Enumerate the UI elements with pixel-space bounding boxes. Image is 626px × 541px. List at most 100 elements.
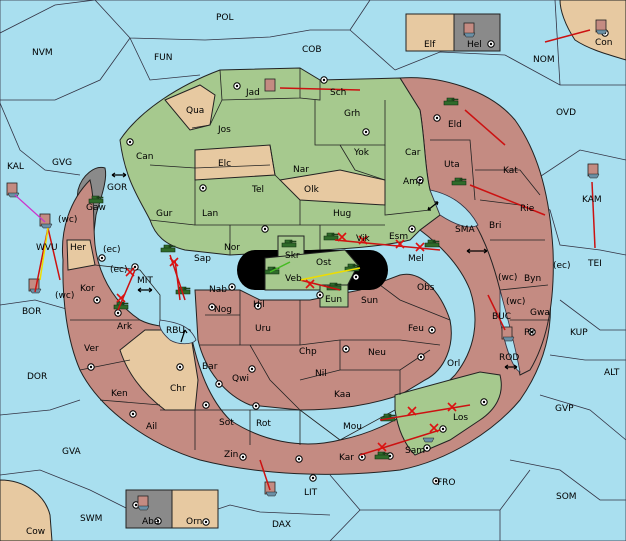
- label-amp: Amp: [403, 177, 424, 187]
- label-nvm: NVM: [32, 48, 53, 58]
- label-dor: DOR: [27, 372, 47, 382]
- label-gwa: Gwa: [530, 308, 550, 318]
- label-chp: Chp: [299, 347, 317, 357]
- coast-label-ec: (ec): [103, 245, 121, 255]
- label-vik: Vik: [356, 234, 370, 244]
- label-kat: Kat: [503, 166, 518, 176]
- channel-rbu: [159, 319, 197, 345]
- label-bor: BOR: [22, 307, 41, 317]
- label-tel: Tel: [251, 185, 264, 195]
- region-elc: [194, 144, 276, 181]
- label-ken: Ken: [111, 389, 128, 399]
- label-gor: GOR: [107, 183, 127, 193]
- label-con: Con: [595, 38, 613, 48]
- label-nar: Nar: [293, 165, 309, 175]
- label-dax: DAX: [272, 520, 291, 530]
- label-kal: KAL: [7, 162, 24, 172]
- label-cow: Cow: [26, 527, 45, 537]
- label-gvp: GVP: [555, 404, 574, 414]
- label-sun: Sun: [361, 296, 378, 306]
- label-nor: Nor: [224, 243, 240, 253]
- label-can: Can: [136, 152, 154, 162]
- adjacency-arrows: [111, 172, 518, 370]
- label-sam: Sam: [405, 446, 425, 456]
- label-hil: Hil: [253, 300, 265, 310]
- region-con: [559, 0, 626, 61]
- coast-label-wc: (wc): [498, 273, 517, 283]
- coast-label-wc: (wc): [55, 291, 74, 301]
- label-kam: KAM: [582, 195, 602, 205]
- label-alt: ALT: [604, 368, 620, 378]
- coast-label-ec: (ec): [110, 265, 128, 275]
- label-feu: Feu: [408, 324, 424, 334]
- label-her: Her: [70, 243, 86, 253]
- label-hel: Hel: [467, 40, 482, 50]
- label-eun: Eun: [325, 295, 342, 305]
- label-buc: BUC: [492, 312, 511, 322]
- label-bri: Bri: [489, 221, 501, 231]
- label-cob: COB: [302, 45, 322, 55]
- label-rie: Rie: [520, 204, 535, 214]
- label-orl: Orl: [447, 359, 460, 369]
- label-gva: GVA: [62, 447, 82, 457]
- label-car: Car: [405, 148, 421, 158]
- failed-orders: [116, 232, 457, 452]
- north-green-block: [119, 67, 441, 256]
- region-cow: [0, 479, 53, 541]
- label-nil: Nil: [315, 369, 327, 379]
- label-mel: Mel: [408, 254, 424, 264]
- label-sap: Sap: [194, 254, 211, 264]
- label-byn: Byn: [524, 274, 541, 284]
- label-fro: FRO: [437, 478, 456, 488]
- label-ost: Ost: [316, 258, 332, 268]
- label-uru: Uru: [255, 324, 271, 334]
- label-ver: Ver: [84, 344, 99, 354]
- label-mou: Mou: [343, 422, 362, 432]
- label-eld: Eld: [448, 120, 462, 130]
- label-wvu: WVU: [36, 243, 58, 253]
- coast-label-wc: (wc): [58, 215, 77, 225]
- label-elf: Elf: [424, 40, 436, 50]
- region-labels: POL NVM FUN COB NOM Con Elf Hel OVD KAL …: [7, 13, 620, 537]
- label-chr: Chr: [170, 384, 186, 394]
- region-los-green: [394, 371, 502, 456]
- region-qua: [164, 84, 216, 131]
- label-zin: Zin: [224, 450, 238, 460]
- label-grh: Grh: [344, 109, 360, 119]
- label-sma: SMA: [455, 225, 475, 235]
- label-ail: Ail: [146, 422, 157, 432]
- label-ovd: OVD: [556, 108, 576, 118]
- label-nog: Nog: [214, 305, 232, 315]
- label-lan: Lan: [202, 209, 218, 219]
- label-esm: Esm: [389, 232, 408, 242]
- label-nom: NOM: [533, 55, 555, 65]
- order-arrows: [14, 29, 596, 491]
- label-yok: Yok: [353, 148, 370, 158]
- label-kar: Kar: [339, 453, 354, 463]
- label-gaw: Gaw: [86, 203, 106, 213]
- label-fun: FUN: [154, 53, 173, 63]
- label-uta: Uta: [444, 160, 460, 170]
- coast-label-wc: (wc): [506, 297, 525, 307]
- label-swm: SWM: [80, 514, 102, 524]
- label-kor: Kor: [80, 284, 95, 294]
- label-orn: Orn: [186, 517, 202, 527]
- label-rot: Rot: [256, 419, 271, 429]
- region-aba: [125, 489, 173, 529]
- label-lit: LIT: [304, 488, 318, 498]
- label-gur: Gur: [156, 209, 173, 219]
- label-neu: Neu: [368, 348, 386, 358]
- label-veb: Veb: [285, 274, 302, 284]
- label-nab: Nab: [209, 285, 227, 295]
- label-kaa: Kaa: [334, 390, 351, 400]
- channel-sma: [429, 189, 479, 228]
- supply-centers: [87, 29, 609, 526]
- province-borders: [70, 68, 550, 450]
- label-aba: Aba: [142, 517, 159, 527]
- label-pir: Pir: [524, 328, 536, 338]
- label-gvg: GVG: [52, 158, 72, 168]
- label-tei: TEI: [587, 259, 602, 269]
- label-som: SOM: [556, 492, 577, 502]
- label-sch: Sch: [330, 88, 346, 98]
- label-sot: Sot: [219, 418, 234, 428]
